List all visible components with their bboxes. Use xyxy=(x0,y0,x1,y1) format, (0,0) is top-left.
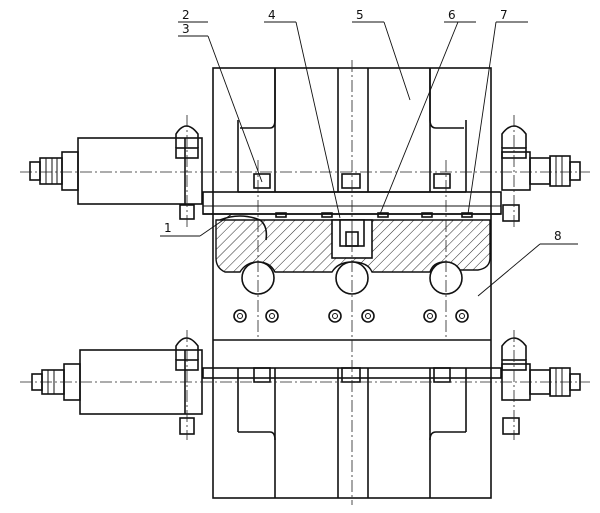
callout-4: 4 xyxy=(268,8,276,22)
bolt-hole xyxy=(328,309,342,323)
leader-lines xyxy=(160,21,578,297)
bolt-hole xyxy=(423,309,437,323)
upper-right-cylinder xyxy=(179,125,581,222)
locating-pins xyxy=(241,261,463,295)
bolt-hole xyxy=(265,309,279,323)
callout-1: 1 xyxy=(164,221,172,235)
callout-3: 3 xyxy=(182,22,190,36)
center-lines xyxy=(20,60,590,505)
bolt-hole xyxy=(233,309,247,323)
bolt-hole xyxy=(361,309,375,323)
bolt-hole xyxy=(455,309,469,323)
lower-left-cylinder xyxy=(31,337,203,435)
middle-bolts xyxy=(233,309,469,323)
callout-2: 2 xyxy=(182,8,190,22)
callout-7: 7 xyxy=(500,8,508,22)
callout-labels: 1 2 3 4 5 6 7 8 xyxy=(164,8,562,243)
upper-left-cylinder xyxy=(29,125,203,205)
callout-8: 8 xyxy=(554,229,562,243)
callout-5: 5 xyxy=(356,8,364,22)
callout-6: 6 xyxy=(448,8,456,22)
